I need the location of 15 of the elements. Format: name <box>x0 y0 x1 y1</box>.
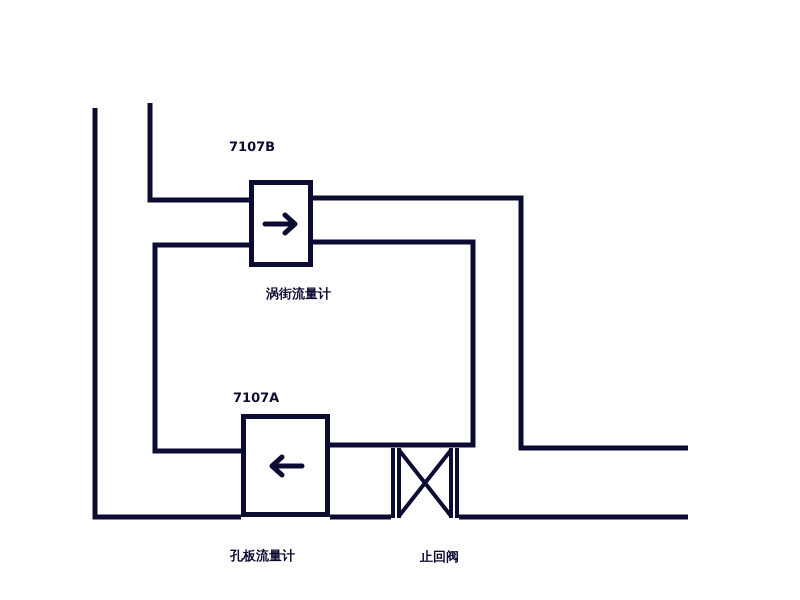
pipe-line <box>313 196 688 450</box>
pipe-line <box>152 242 249 454</box>
device-label: 涡街流量计 <box>266 288 331 301</box>
check-valve <box>391 448 459 518</box>
tag-number: 7107A <box>233 392 280 405</box>
tag-number: 7107B <box>229 141 276 154</box>
pipe-line <box>313 240 476 448</box>
flowmeter-box <box>249 180 313 267</box>
flowmeter-box <box>241 414 330 517</box>
device-label: 止回阀 <box>420 551 459 564</box>
pipe-line <box>330 514 391 520</box>
pipe-line <box>92 108 241 520</box>
pipe-line <box>148 103 249 202</box>
device-label: 孔板流量计 <box>230 550 295 563</box>
pipe-line <box>459 514 688 520</box>
